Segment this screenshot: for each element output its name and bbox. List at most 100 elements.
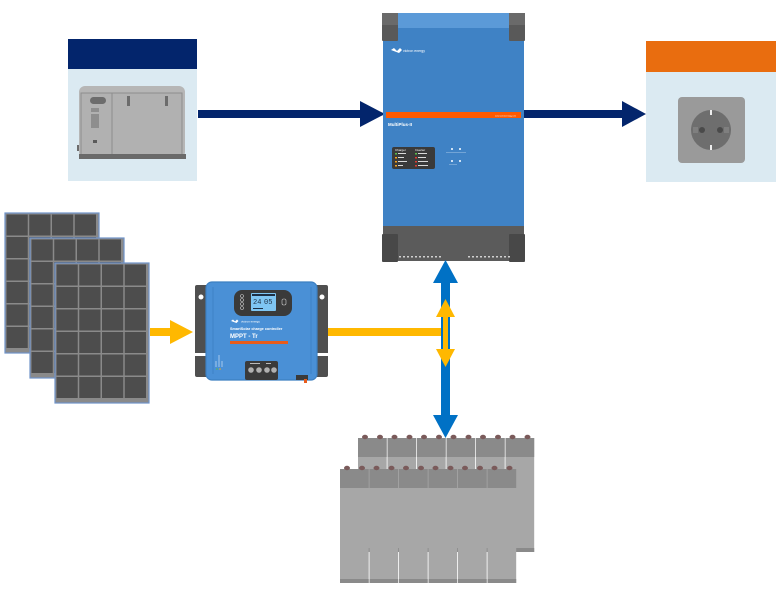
led-overload — [415, 157, 417, 159]
solar-cell — [99, 239, 121, 261]
inverter-bracket-bottom-right — [509, 234, 525, 262]
solar-cell — [102, 309, 124, 331]
battery-cell — [399, 465, 428, 583]
battery-terminal — [495, 434, 501, 440]
solar-cell — [31, 284, 53, 306]
inverter-bottom-cover — [383, 226, 524, 261]
generator-card[interactable] — [68, 39, 197, 181]
solar-cell — [124, 332, 146, 353]
mount-hole-left — [198, 294, 204, 300]
led-low-battery — [415, 161, 417, 163]
solar-cell — [31, 239, 53, 261]
controller-connector — [296, 375, 308, 380]
solar-cell — [124, 287, 146, 308]
solar-cell — [79, 309, 101, 331]
inverter-status-panel: Charger Inverter — [392, 147, 435, 169]
mount-hole-right — [319, 294, 325, 300]
ac-outlet-card-header — [646, 41, 776, 72]
battery-terminal — [391, 434, 398, 440]
generator-icon — [77, 86, 186, 159]
solar-cell — [102, 354, 124, 376]
battery-bank[interactable] — [340, 434, 535, 583]
battery-cell — [428, 465, 458, 583]
controller-victron-logo-icon — [231, 319, 239, 323]
battery-terminal — [421, 434, 427, 440]
multiplus-inverter[interactable]: victron energy www.victronenergy.com Mul… — [382, 13, 525, 262]
solar-cell — [31, 307, 53, 328]
battery-terminal — [373, 465, 380, 471]
solar-cell — [79, 354, 101, 376]
solar-cell — [31, 262, 53, 283]
controller-orange-stripe — [230, 341, 288, 344]
battery-terminal — [462, 465, 468, 471]
solar-panel — [54, 262, 150, 404]
arrow-inverter-to-outlet — [522, 101, 646, 127]
solar-cell — [6, 237, 28, 258]
solar-cell — [6, 282, 28, 303]
solar-cell — [102, 377, 124, 398]
solar-cell — [124, 264, 146, 286]
ac-outlet-card[interactable] — [646, 41, 776, 182]
controller-terminal-block — [245, 361, 278, 380]
battery-terminal — [465, 434, 472, 440]
led-bulk — [395, 157, 397, 159]
led-inverter-on — [415, 153, 417, 155]
solar-cell — [6, 214, 28, 236]
battery-cell — [487, 465, 517, 583]
victron-logo-icon — [391, 48, 402, 53]
inverter-url: www.victronenergy.com — [495, 115, 516, 118]
solar-cell — [77, 239, 99, 261]
battery-terminal — [377, 434, 383, 440]
battery-terminal — [359, 465, 365, 471]
solar-cell — [124, 309, 146, 331]
solar-cell — [6, 304, 28, 326]
solar-cell — [79, 264, 101, 286]
solar-cell — [79, 377, 101, 398]
solar-cell — [124, 354, 146, 376]
mppt-charge-controller[interactable]: 24 05 victron energy SmartSolar charge c… — [195, 281, 328, 383]
charger-title: Charger — [395, 148, 406, 152]
solar-cell — [29, 214, 51, 236]
solar-cell — [52, 214, 74, 236]
battery-terminal — [480, 434, 486, 440]
battery-terminal — [388, 465, 395, 471]
led-float — [395, 165, 397, 167]
solar-cell — [6, 259, 28, 281]
battery-terminal — [432, 465, 439, 471]
controller-model: MPPT - Tr — [230, 334, 258, 340]
inverter-bracket-bottom-left — [382, 234, 398, 262]
battery-terminal — [509, 434, 516, 440]
power-socket-icon — [678, 97, 745, 163]
ground-symbol-icon — [215, 355, 223, 367]
arrow-controller-to-dc-bus — [328, 328, 446, 336]
solar-cell — [56, 309, 78, 331]
solar-cell — [79, 332, 101, 353]
battery-terminal — [477, 465, 483, 471]
solar-cell — [6, 327, 28, 348]
solar-cell — [31, 352, 53, 373]
controller-brand: victron energy — [241, 320, 260, 324]
inverter-orange-stripe — [386, 112, 521, 118]
display-right-value: 05 — [264, 299, 272, 307]
battery-terminal — [403, 465, 409, 471]
battery-terminal — [447, 465, 454, 471]
led-absorption — [395, 161, 397, 163]
battery-cell — [340, 465, 369, 583]
inverter-brand: victron energy — [403, 49, 425, 53]
battery-terminal — [344, 465, 350, 471]
arrow-solar-to-controller — [150, 320, 193, 344]
arrow-dc-bus-bidirectional — [436, 299, 455, 367]
battery-row-front — [340, 465, 517, 583]
controller-display: 24 05 — [234, 290, 292, 316]
led-mains-on — [395, 153, 397, 155]
inverter-title: Inverter — [415, 148, 425, 152]
battery-terminal — [450, 434, 457, 440]
solar-cell — [56, 287, 78, 308]
battery-terminal — [406, 434, 413, 440]
controller-product-line: SmartSolar charge controller — [230, 327, 283, 331]
display-left-value: 24 — [253, 299, 261, 307]
battery-terminal — [524, 434, 531, 440]
solar-cell — [79, 287, 101, 308]
solar-panel-array[interactable] — [4, 212, 150, 404]
